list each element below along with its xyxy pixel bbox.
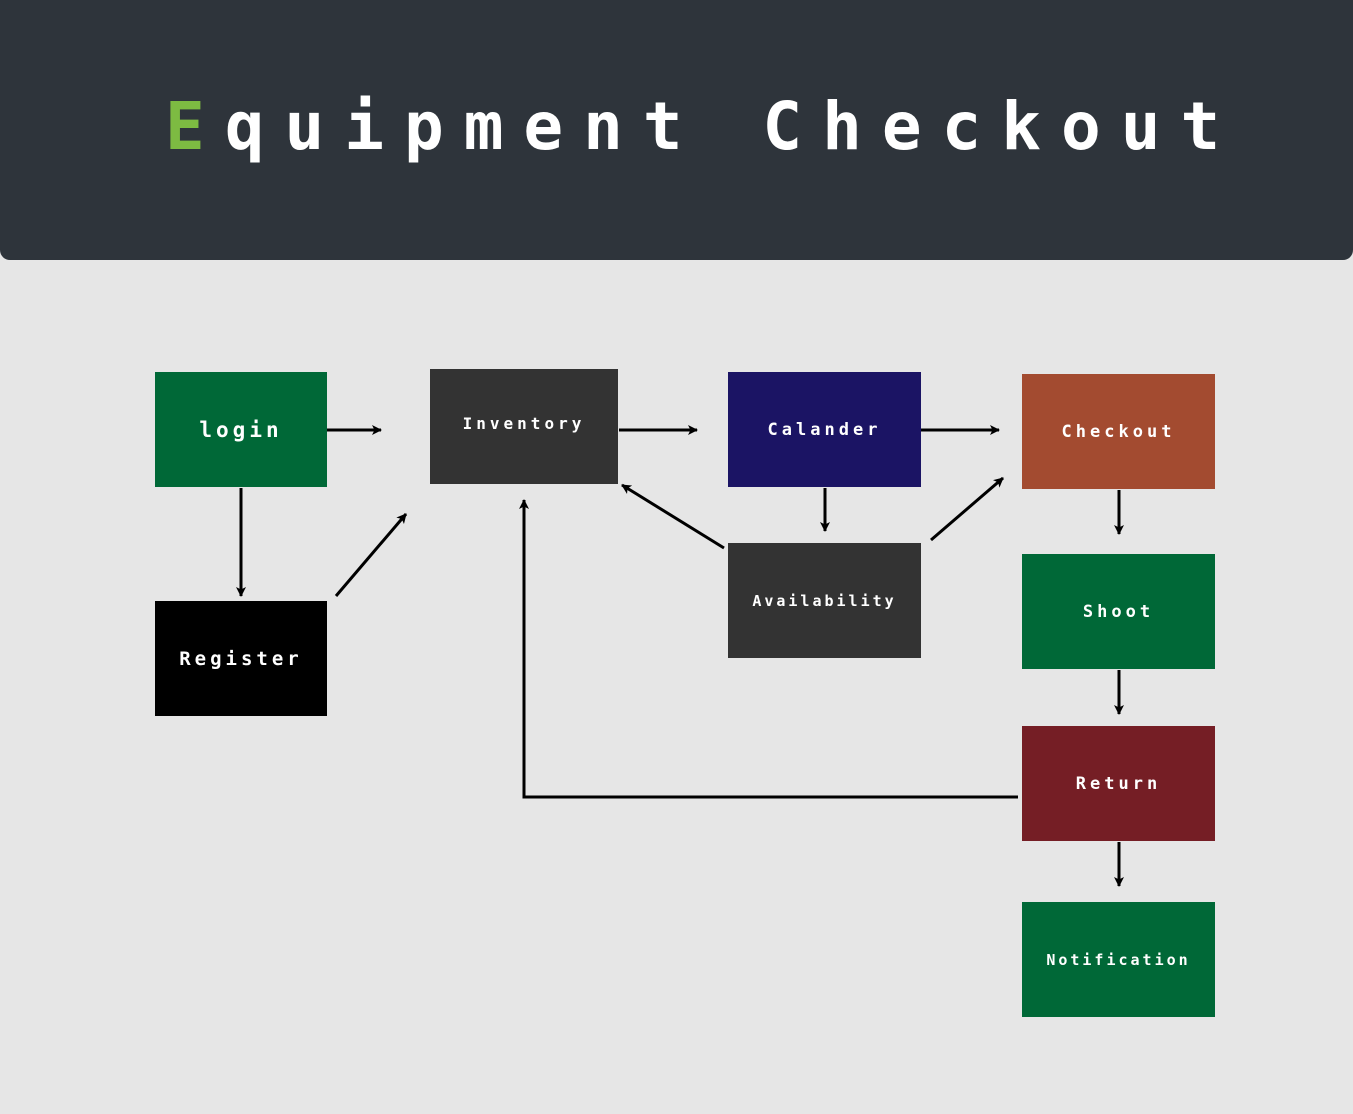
node-checkout: Checkout bbox=[1022, 374, 1215, 489]
page-title: Equipment Checkout bbox=[165, 82, 1240, 172]
edge-register-to-inventory bbox=[334, 513, 408, 597]
node-notification: Notification bbox=[1022, 902, 1215, 1017]
node-checkout-label: Checkout bbox=[1061, 421, 1176, 442]
header-banner: Equipment Checkout bbox=[0, 0, 1353, 260]
node-login: login bbox=[155, 372, 327, 487]
node-return-label: Return bbox=[1075, 773, 1162, 794]
node-availability-label: Availability bbox=[752, 591, 897, 610]
node-shoot-label: Shoot bbox=[1082, 601, 1155, 622]
node-register-label: Register bbox=[179, 647, 303, 670]
node-return: Return bbox=[1022, 726, 1215, 841]
title-text: quipment Checkout bbox=[224, 88, 1241, 165]
node-shoot: Shoot bbox=[1022, 554, 1215, 669]
node-inventory: Inventory bbox=[430, 369, 618, 484]
edge-availability-to-inventory bbox=[621, 483, 725, 550]
edge-availability-to-checkout bbox=[930, 476, 1004, 542]
node-login-label: login bbox=[199, 417, 283, 442]
edge-return-to-inventory bbox=[519, 499, 1018, 799]
node-notification-label: Notification bbox=[1046, 950, 1191, 969]
node-availability: Availability bbox=[728, 543, 921, 658]
node-calander-label: Calander bbox=[767, 419, 882, 440]
title-accent-letter: E bbox=[165, 88, 225, 165]
node-inventory-label: Inventory bbox=[462, 414, 586, 433]
node-calander: Calander bbox=[728, 372, 921, 487]
node-register: Register bbox=[155, 601, 327, 716]
